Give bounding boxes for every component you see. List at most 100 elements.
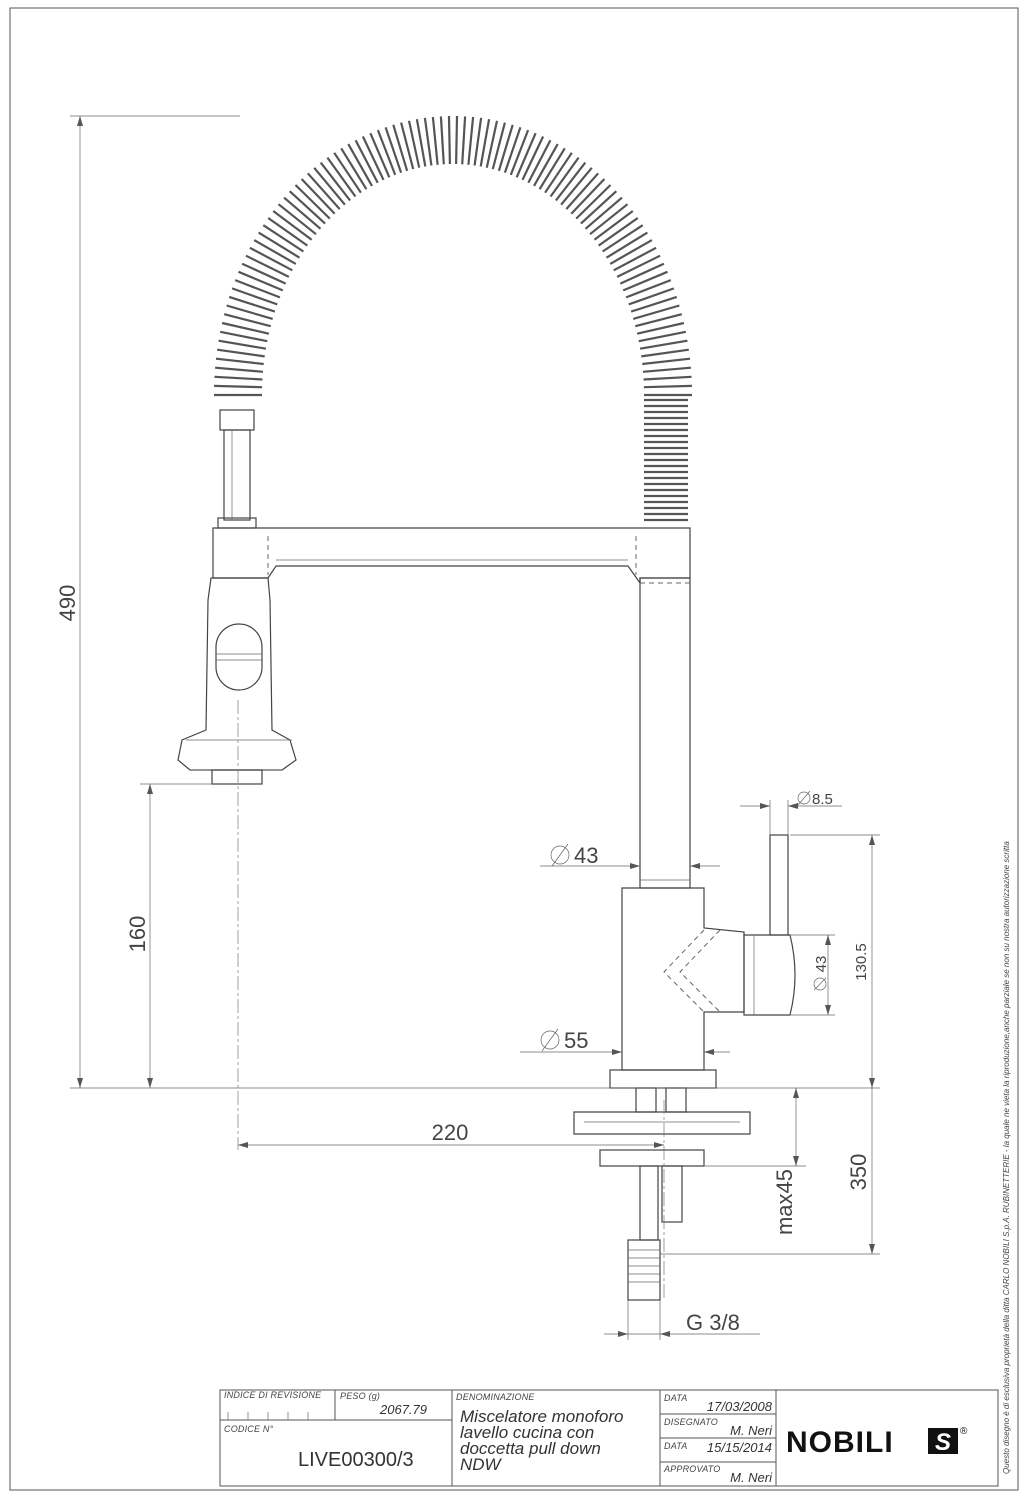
coil-rib (214, 375, 263, 381)
coil-rib (215, 366, 264, 373)
coil-rib (384, 126, 403, 174)
coil-rib (509, 129, 530, 176)
coil-rib (580, 190, 618, 225)
code-label: CODICE N° (224, 1424, 274, 1434)
coil-rib (326, 156, 357, 198)
coil-rib (521, 136, 545, 181)
coil-rib (226, 304, 274, 320)
name-label: DENOMINAZIONE (456, 1392, 535, 1402)
coil-rib (221, 321, 270, 335)
under-deck-fittings (573, 1087, 751, 1301)
coil-rib (538, 147, 566, 190)
sheet-border (9, 7, 1019, 1491)
coil-rib (369, 132, 391, 178)
name-line-2: lavello cucina con (460, 1423, 594, 1442)
coil-rib (283, 196, 322, 230)
coil-rib (643, 384, 692, 389)
spray-head (177, 577, 297, 785)
coil-rib (601, 224, 644, 253)
coil-rib (638, 330, 687, 343)
coil-rib (361, 136, 385, 181)
dim-connection: G 3/8 (686, 1310, 740, 1335)
coil-rib (635, 313, 683, 328)
dim-total-height: 490 (55, 585, 80, 622)
coil-rib (485, 120, 499, 168)
shower-neck (217, 409, 257, 529)
name-line-4: NDW (460, 1455, 503, 1474)
coil-rib (223, 313, 271, 328)
coil-rib (605, 231, 648, 259)
approved-value: M. Neri (730, 1470, 773, 1485)
coil-rib (575, 184, 612, 220)
coil-rib (632, 304, 680, 320)
coil-rib (253, 239, 297, 265)
faucet-drawing (177, 115, 796, 1301)
nobili-logo: NOBILI S ® (786, 1426, 968, 1459)
coil-rib (461, 116, 467, 165)
coil-rib (560, 167, 593, 206)
coil-rib (613, 246, 657, 272)
coil-rib (619, 262, 665, 285)
title-block: INDICE DI REVISIONE PESO (g) 2067.79 COD… (219, 1389, 999, 1487)
coil-rib (249, 246, 293, 272)
coil-rib (313, 167, 346, 206)
coil-rib (219, 330, 268, 343)
dim-handle-diameter-group: 43 (813, 956, 830, 991)
coil-rib (533, 143, 559, 187)
spring-coil (214, 115, 692, 522)
name-line-3: doccetta pull down (460, 1439, 601, 1458)
dim-spray-height: 160 (125, 916, 150, 953)
copyright-note: Questo disegno è di esclusiva proprietà … (1002, 841, 1011, 1474)
coil-rib (622, 270, 668, 292)
coil-rib (277, 203, 317, 236)
coil-rib (597, 217, 639, 247)
coil-rib (294, 184, 331, 220)
weight-value: 2067.79 (379, 1402, 427, 1417)
weight-label: PESO (g) (340, 1391, 380, 1401)
spout-arm (212, 527, 691, 585)
dim-handle-height: 130.5 (853, 943, 870, 981)
coil-rib (497, 124, 514, 172)
dim-body-diameter-group: 55 (540, 1028, 588, 1053)
dim-spout-diameter: 43 (574, 843, 598, 868)
mixer-body (609, 887, 745, 1089)
dim-lever-diameter: 8.5 (812, 791, 833, 808)
coil-rib (628, 287, 675, 306)
coil-rib (241, 262, 287, 285)
coil-rib (347, 143, 373, 187)
date2-label: DATA (664, 1441, 687, 1451)
coil-rib (503, 126, 522, 174)
name-line-1: Miscelatore monoforo (460, 1407, 623, 1426)
coil-rib (555, 161, 587, 202)
coil-rib (641, 348, 689, 358)
coil-rib (616, 254, 661, 278)
coil-rib (473, 117, 483, 166)
coil-rib (267, 217, 309, 247)
date2-value: 15/15/2014 (707, 1440, 772, 1455)
coil-rib (431, 116, 439, 165)
coil-rib (214, 384, 263, 389)
coil-rib (288, 190, 326, 225)
dim-tail-length: 350 (846, 1154, 871, 1191)
coil-rib (340, 147, 368, 190)
logo-mark: S (935, 1429, 951, 1456)
coil-rib (642, 366, 691, 373)
coil-rib (570, 178, 606, 215)
dim-reach: 220 (432, 1120, 469, 1145)
coil-rib (238, 270, 284, 292)
coil-rib (639, 339, 688, 350)
coil-rib (423, 117, 433, 166)
date-label: DATA (664, 1393, 687, 1403)
drawn-label: DISEGNATO (664, 1417, 718, 1427)
coil-rib (407, 120, 421, 168)
coil-rib (234, 279, 281, 299)
lever-handle (743, 834, 796, 1016)
coil-rib (218, 339, 267, 350)
coil-rib (636, 321, 685, 335)
logo-text: NOBILI (786, 1426, 894, 1459)
coil-rib (258, 231, 301, 259)
drawn-value: M. Neri (730, 1423, 773, 1438)
coil-rib (544, 152, 573, 194)
date-value: 17/03/2008 (707, 1399, 773, 1414)
coil-rib (262, 224, 305, 253)
